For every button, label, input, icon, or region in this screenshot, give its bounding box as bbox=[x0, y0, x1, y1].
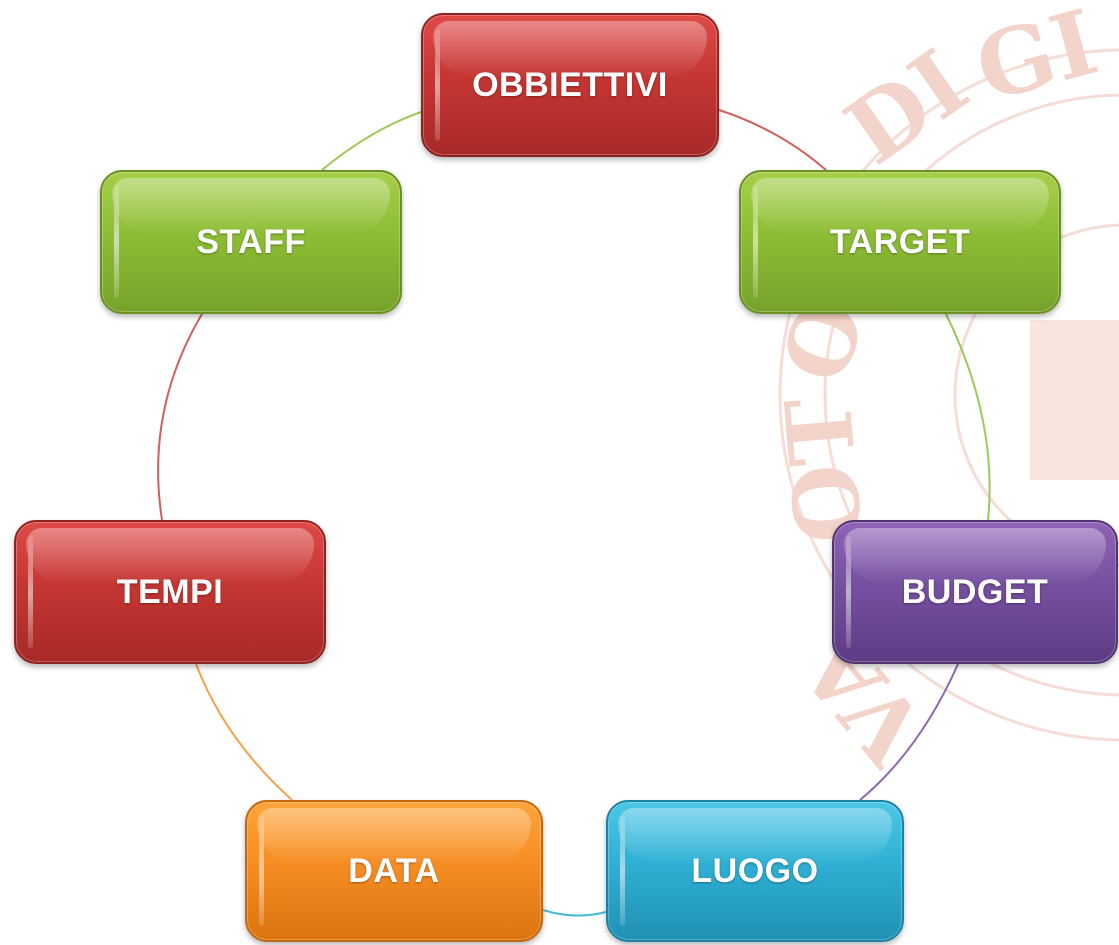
node-obbiettivi[interactable]: OBBIETTIVI bbox=[421, 13, 719, 157]
node-target[interactable]: TARGET bbox=[739, 170, 1061, 314]
connector-staff-obbiettivi bbox=[321, 111, 422, 171]
node-budget[interactable]: BUDGET bbox=[832, 520, 1118, 664]
connector-budget-luogo bbox=[859, 663, 959, 801]
node-obbiettivi-label: OBBIETTIVI bbox=[472, 65, 668, 104]
node-budget-label: BUDGET bbox=[901, 572, 1049, 611]
connector-target-budget bbox=[945, 313, 991, 521]
node-luogo[interactable]: LUOGO bbox=[606, 800, 904, 942]
node-data[interactable]: DATA bbox=[245, 800, 543, 942]
node-tempi-label: TEMPI bbox=[116, 572, 224, 611]
connector-tempi-staff bbox=[157, 313, 203, 521]
node-staff-label: STAFF bbox=[196, 222, 306, 261]
node-staff[interactable]: STAFF bbox=[100, 170, 402, 314]
node-luogo-label: LUOGO bbox=[691, 851, 819, 890]
connector-obbiettivi-target bbox=[718, 109, 827, 171]
node-tempi[interactable]: TEMPI bbox=[14, 520, 326, 664]
connector-luogo-data bbox=[542, 909, 607, 917]
node-data-label: DATA bbox=[348, 851, 440, 890]
connector-data-tempi bbox=[195, 663, 293, 801]
node-target-label: TARGET bbox=[829, 222, 971, 261]
